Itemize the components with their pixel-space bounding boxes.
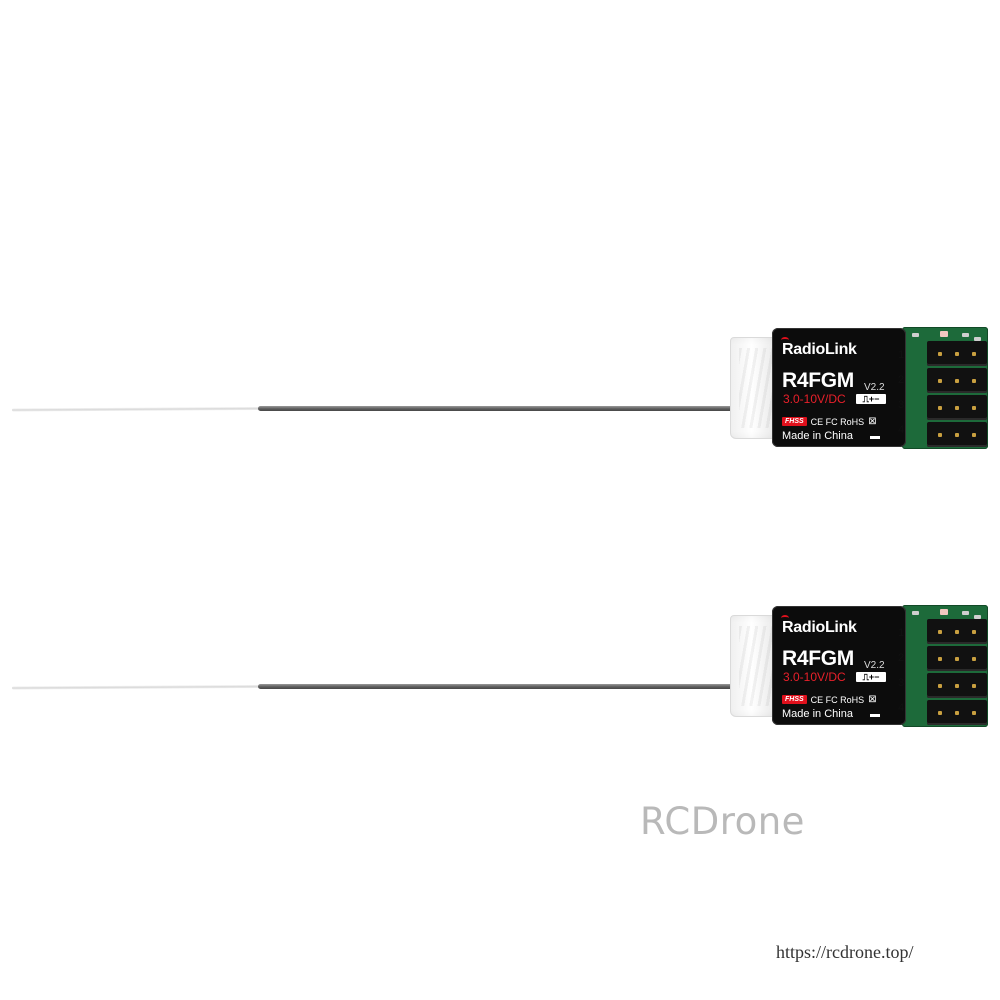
voltage-rating: 3.0-10V/DC [783, 392, 846, 406]
brand-logo-mark [781, 337, 789, 343]
antenna-coax-cable [258, 684, 734, 689]
status-led [940, 609, 948, 615]
channel-number: 1 [898, 349, 905, 361]
model-name: R4FGM [782, 647, 855, 670]
product-label: RadioLink R4FGM V2.2 3.0-10V/DC ⎍+− FHSS… [772, 328, 906, 447]
channel-number: 4 [898, 424, 905, 436]
weee-bin-icon: ⊠ [868, 416, 877, 427]
channel-numbers: 1 2 3 4 [898, 627, 912, 727]
certification-marks: CE FC RoHS [810, 694, 865, 705]
pin-row [927, 341, 987, 366]
product-label: RadioLink R4FGM V2.2 3.0-10V/DC ⎍+− FHSS… [772, 606, 906, 725]
site-url: https://rcdrone.top/ [776, 942, 914, 962]
pin-row [927, 422, 987, 447]
watermark-text: RCDrone [640, 800, 805, 843]
signal-polarity-mark: ⎍+− [856, 672, 886, 682]
servo-pin-header [927, 341, 987, 447]
channel-number: 4 [898, 702, 905, 714]
brand-logo-mark [781, 615, 789, 621]
weee-bar-icon [870, 714, 880, 717]
receiver-top: RadioLink R4FGM V2.2 3.0-10V/DC ⎍+− FHSS… [0, 315, 1000, 455]
pin-row [927, 646, 987, 671]
made-in-label: Made in China [782, 430, 853, 442]
certification-row: FHSS CE FC RoHS ⊠ [782, 694, 877, 705]
pin-row [927, 700, 987, 725]
channel-number: 2 [898, 652, 905, 664]
channel-number: 1 [898, 627, 905, 639]
pin-row [927, 619, 987, 644]
pin-row [927, 673, 987, 698]
antenna-whip [11, 685, 261, 690]
status-led [940, 331, 948, 337]
made-in-label: Made in China [782, 708, 853, 720]
antenna-coax-cable [258, 406, 734, 411]
receiver-bottom: RadioLink R4FGM V2.2 3.0-10V/DC ⎍+− FHSS… [0, 593, 1000, 733]
brand-name: RadioLink [782, 619, 857, 636]
brand-name: RadioLink [782, 341, 857, 358]
servo-pin-header [927, 619, 987, 725]
certification-marks: CE FC RoHS [810, 416, 865, 427]
channel-number: 2 [898, 374, 905, 386]
fhss-badge: FHSS [782, 695, 807, 704]
fhss-badge: FHSS [782, 417, 807, 426]
weee-bar-icon [870, 436, 880, 439]
channel-number: 3 [898, 399, 905, 411]
signal-polarity-mark: ⎍+− [856, 394, 886, 404]
voltage-rating: 3.0-10V/DC [783, 670, 846, 684]
model-version: V2.2 [864, 660, 885, 671]
model-version: V2.2 [864, 382, 885, 393]
receiver-module: RadioLink R4FGM V2.2 3.0-10V/DC ⎍+− FHSS… [772, 605, 990, 727]
channel-number: 3 [898, 677, 905, 689]
certification-row: FHSS CE FC RoHS ⊠ [782, 416, 877, 427]
pin-row [927, 395, 987, 420]
model-name: R4FGM [782, 369, 855, 392]
antenna-whip [11, 407, 261, 412]
pin-row [927, 368, 987, 393]
weee-bin-icon: ⊠ [868, 694, 877, 705]
receiver-module: RadioLink R4FGM V2.2 3.0-10V/DC ⎍+− FHSS… [772, 327, 990, 449]
channel-numbers: 1 2 3 4 [898, 349, 912, 449]
